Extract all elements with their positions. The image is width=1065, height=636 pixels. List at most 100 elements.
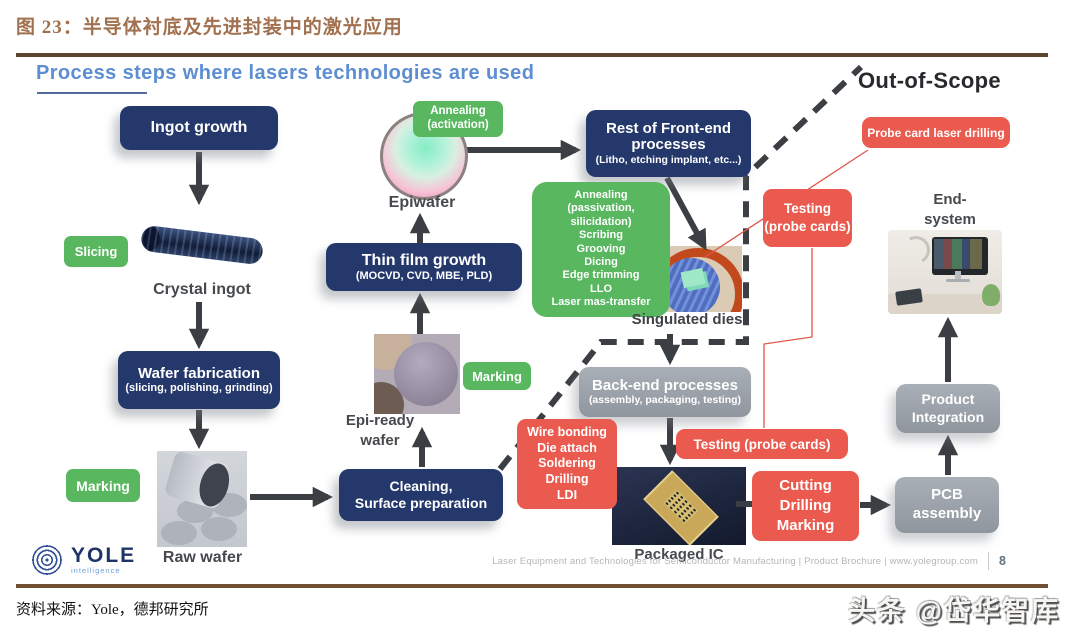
caption-line2: wafer [360,432,400,450]
node-pcb-assembly: PCB assembly [895,477,999,533]
node-subtitle: (slicing, polishing, grinding) [125,382,273,395]
node-subtitle: (Litho, etching implant, etc...) [595,153,742,166]
node-label: Testing (probe cards) [693,436,831,452]
yole-tagline: intelligence [71,566,121,576]
laser-step-line: Dicing [584,256,618,269]
annotation-probe-card-laser-drilling: Probe card laser drilling [862,117,1010,148]
monitor-screen [934,239,982,269]
ingot-end-cap [141,225,161,252]
ic-chip [643,470,719,545]
node-line2: Integration [911,408,985,425]
plant [982,284,1000,306]
node-front-end-processes: Rest of Front-end processes (Litho, etch… [586,110,751,177]
out-of-scope-label: Out-of-Scope [858,68,1001,93]
end-system-image [888,230,1002,314]
laser-step-line: Drilling [779,496,832,514]
redline-testing-to-testing [763,248,813,428]
epi-ready-wafer-image [374,334,460,414]
monitor [932,237,988,275]
node-label: Slicing [74,244,118,259]
node-line1: Testing [784,201,831,217]
wafer-disc [201,517,237,541]
arrow-frontend-to-dies [664,176,707,251]
laser-step-line: Grooving [576,242,626,255]
monitor-base [946,279,970,282]
caption-epiwafer: Epiwafer [388,194,456,211]
wafer-stack [163,451,234,510]
bottom-rule [16,584,1048,588]
laser-step-line: Drilling [545,471,589,486]
singulated-dies-image [664,246,742,312]
node-line2: Surface preparation [354,495,488,511]
caption-end-system: End- system [912,190,988,229]
ingot-cylinder [139,224,265,266]
laser-step-line: LLO [590,282,612,295]
raw-wafer-image [157,451,247,547]
node-product-integration: Product Integration [896,384,1000,433]
footer-text: Laser Equipment and Technologies for Sem… [492,555,979,567]
node-subtitle: (MOCVD, CVD, MBE, PLD) [355,269,493,282]
wafer-disc [161,521,197,545]
desk-lamp [898,232,934,268]
laser-step-line: Edge trimming [562,269,640,282]
node-line1: PCB [931,486,963,504]
crystal-ingot-image [136,208,268,282]
node-thin-film-growth: Thin film growth (MOCVD, CVD, MBE, PLD) [326,243,522,291]
source-note: 资料来源：Yole，德邦研究所 [16,602,209,618]
node-line1: Annealing [430,105,486,118]
node-label: Probe card laser drilling [867,125,1005,140]
annotation-testing-probe-cards-lower: Testing (probe cards) [676,429,848,459]
node-title: Back-end processes [592,377,738,395]
caption-epi-ready-wafer: Epi-ready wafer [330,411,430,452]
yole-swirl-icon [30,543,64,577]
laser-step-line: Marking [776,517,835,535]
yole-logo: YOLE intelligence [30,543,136,577]
node-label: Marking [472,368,522,384]
node-label: Marking [76,477,130,494]
figure-title: 图 23：半导体衬底及先进封装中的激光应用 [16,17,403,38]
laser-step-slicing: Slicing [64,236,128,267]
yole-brand: YOLE [71,544,137,568]
laser-step-line: Annealing [574,189,628,201]
node-line2: (probe cards) [764,219,851,234]
caption-line1: End- [933,191,967,208]
page-number: 8 [999,554,1006,568]
node-label: Ingot growth [150,119,248,136]
caption-packaged-ic: Packaged IC [634,546,724,563]
caption-raw-wafer: Raw wafer [162,549,243,566]
laser-step-line: Wire bonding [527,425,607,439]
node-title: Thin film growth [361,251,487,269]
node-ingot-growth: Ingot growth [120,106,278,150]
top-rule [16,53,1048,57]
laser-step-marking-epi: Marking [463,362,531,390]
laser-step-line: Cutting [779,476,832,494]
caption-crystal-ingot: Crystal ingot [153,281,251,298]
caption-line1: Epi-ready [345,412,415,429]
node-line2: (activation) [427,119,489,131]
laser-steps-cutting-drilling-marking: Cutting Drilling Marking [752,471,859,541]
annotation-testing-probe-cards-upper: Testing (probe cards) [763,189,852,247]
slide-title-underline [37,92,147,94]
laser-step-line: Soldering [538,456,596,471]
laser-steps-back-end-list: Wire bonding Die attach Soldering Drilli… [517,419,617,510]
laser-step-line: (passivation, [567,202,635,215]
laser-step-marking-wafer: Marking [66,469,140,502]
node-wafer-fabrication: Wafer fabrication (slicing, polishing, g… [118,351,280,409]
laser-step-line: Die attach [537,440,597,455]
laser-step-line: Laser mas-transfer [551,296,651,309]
yole-logo-text: YOLE intelligence [71,545,136,575]
laser-step-line: LDI [556,487,578,502]
monitor-stand [955,271,961,279]
toutiao-watermark: 头条 @岱华智库 [848,596,1060,626]
footer-divider [988,552,990,570]
node-line1: Cleaning, [389,477,453,494]
node-title: Wafer fabrication [138,365,260,383]
laser-steps-front-end-list: Annealing (passivation, silicidation) Sc… [532,182,670,317]
node-subtitle: (assembly, packaging, testing) [588,394,742,407]
ic-pins [663,489,698,525]
node-title: Rest of Front-end processes [606,119,731,154]
slide-title: Process steps where lasers technologies … [36,62,535,84]
caption-singulated-dies: Singulated dies [631,311,743,328]
packaged-ic-image [612,467,746,545]
node-line1: Product [921,391,975,407]
